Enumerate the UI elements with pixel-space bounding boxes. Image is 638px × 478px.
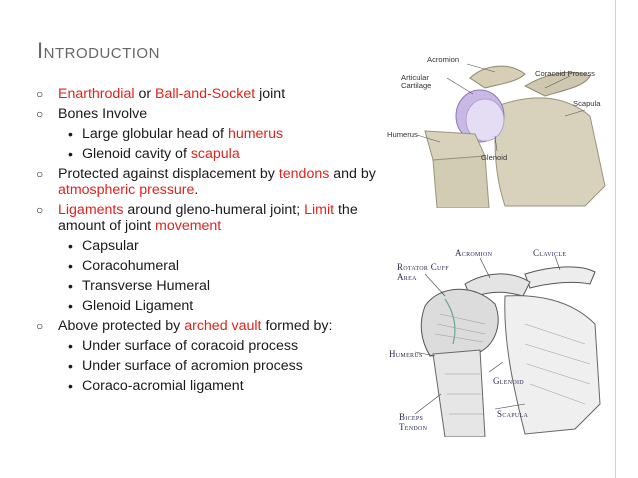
label-biceps-tendon: Biceps Tendon <box>399 412 428 432</box>
label-acromion: Acromion <box>427 55 460 64</box>
sub-bullet-item: Coraco-acromial ligament <box>36 378 376 394</box>
label-coracoid-process: Coracoid Process <box>535 69 595 78</box>
label-scapula: Scapula <box>573 99 601 108</box>
bullet-text: . <box>194 182 199 198</box>
bullet-text: Bones Involve <box>58 106 148 122</box>
bullet-text: Coracohumeral <box>82 258 179 274</box>
bullet-text: Coraco-acromial ligament <box>82 378 244 394</box>
label-articular-cartilage: Articular Cartilage <box>401 73 432 90</box>
bullet-text: or <box>134 86 156 102</box>
label-humerus-2: Humerus <box>389 349 423 359</box>
bullet-item: Protected against displacement by tendon… <box>36 166 376 198</box>
bullet-text: joint <box>255 86 286 102</box>
bullet-item: Enarthrodial or Ball-and-Socket joint <box>36 86 376 102</box>
bullet-text: the amount of joint <box>58 202 358 234</box>
highlight-text: Ligaments <box>58 202 124 218</box>
shoulder-bone-illustration <box>416 63 606 209</box>
bullet-text: Glenoid Ligament <box>82 298 194 314</box>
bullet-text: Transverse Humeral <box>82 278 210 294</box>
slide-right-border <box>615 0 616 478</box>
highlight-text: Enarthrodial <box>58 86 135 102</box>
highlight-text: Ball-and-Socket <box>155 86 256 102</box>
shoulder-bone-diagram: Acromion Articular Cartilage Coracoid Pr… <box>385 55 607 209</box>
slide-title: Introduction <box>37 38 160 63</box>
bullet-text: Under surface of coracoid process <box>82 338 299 354</box>
bullet-text: Protected against displacement by <box>58 166 279 182</box>
bullet-text: and by <box>329 166 376 182</box>
sub-bullet-item: Transverse Humeral <box>36 278 376 294</box>
bullet-text: Capsular <box>82 238 139 254</box>
sub-bullet-item: Glenoid cavity of scapula <box>36 146 376 162</box>
bullet-text: formed by: <box>261 318 333 334</box>
bullet-text: Above protected by <box>58 318 185 334</box>
sub-bullet-item: Capsular <box>36 238 376 254</box>
label-scapula-2: Scapula <box>497 409 529 419</box>
label-glenoid-2: Glenoid <box>493 376 524 386</box>
highlight-text: humerus <box>227 126 284 142</box>
bullet-item: Above protected by arched vault formed b… <box>36 318 376 334</box>
highlight-text: scapula <box>190 146 240 162</box>
sub-bullet-item: Under surface of acromion process <box>36 358 376 374</box>
highlight-text: movement <box>155 218 222 234</box>
label-humerus: Humerus <box>387 130 418 139</box>
highlight-text: arched vault <box>184 318 262 334</box>
label-acromion-2: Acromion <box>455 248 493 258</box>
sub-bullet-item: Coracohumeral <box>36 258 376 274</box>
label-clavicle: Clavicle <box>533 248 567 258</box>
bullet-item: Ligaments around gleno-humeral joint; Li… <box>36 202 376 234</box>
bullet-text: Glenoid cavity of <box>82 146 191 162</box>
label-glenoid: Glenoid <box>481 153 508 162</box>
bullet-text: around gleno-humeral joint; <box>123 202 305 218</box>
bullet-text: Under surface of acromion process <box>82 358 303 374</box>
sub-bullet-item: Glenoid Ligament <box>36 298 376 314</box>
bullet-text: Large globular head of <box>82 126 228 142</box>
sub-bullet-item: Large globular head of humerus <box>36 126 376 142</box>
bullet-list: Enarthrodial or Ball-and-Socket jointBon… <box>36 86 376 398</box>
sub-bullet-item: Under surface of coracoid process <box>36 338 376 354</box>
rotator-cuff-illustration <box>414 255 601 438</box>
highlight-text: atmospheric pressure <box>58 182 195 198</box>
highlight-text: tendons <box>278 166 330 182</box>
bullet-item: Bones Involve <box>36 106 376 122</box>
highlight-text: Limit <box>304 202 335 218</box>
label-rotator-cuff-area: Rotator Cuff Area <box>397 262 449 282</box>
rotator-cuff-diagram: Acromion Clavicle Rotator Cuff Area Hume… <box>385 244 611 438</box>
